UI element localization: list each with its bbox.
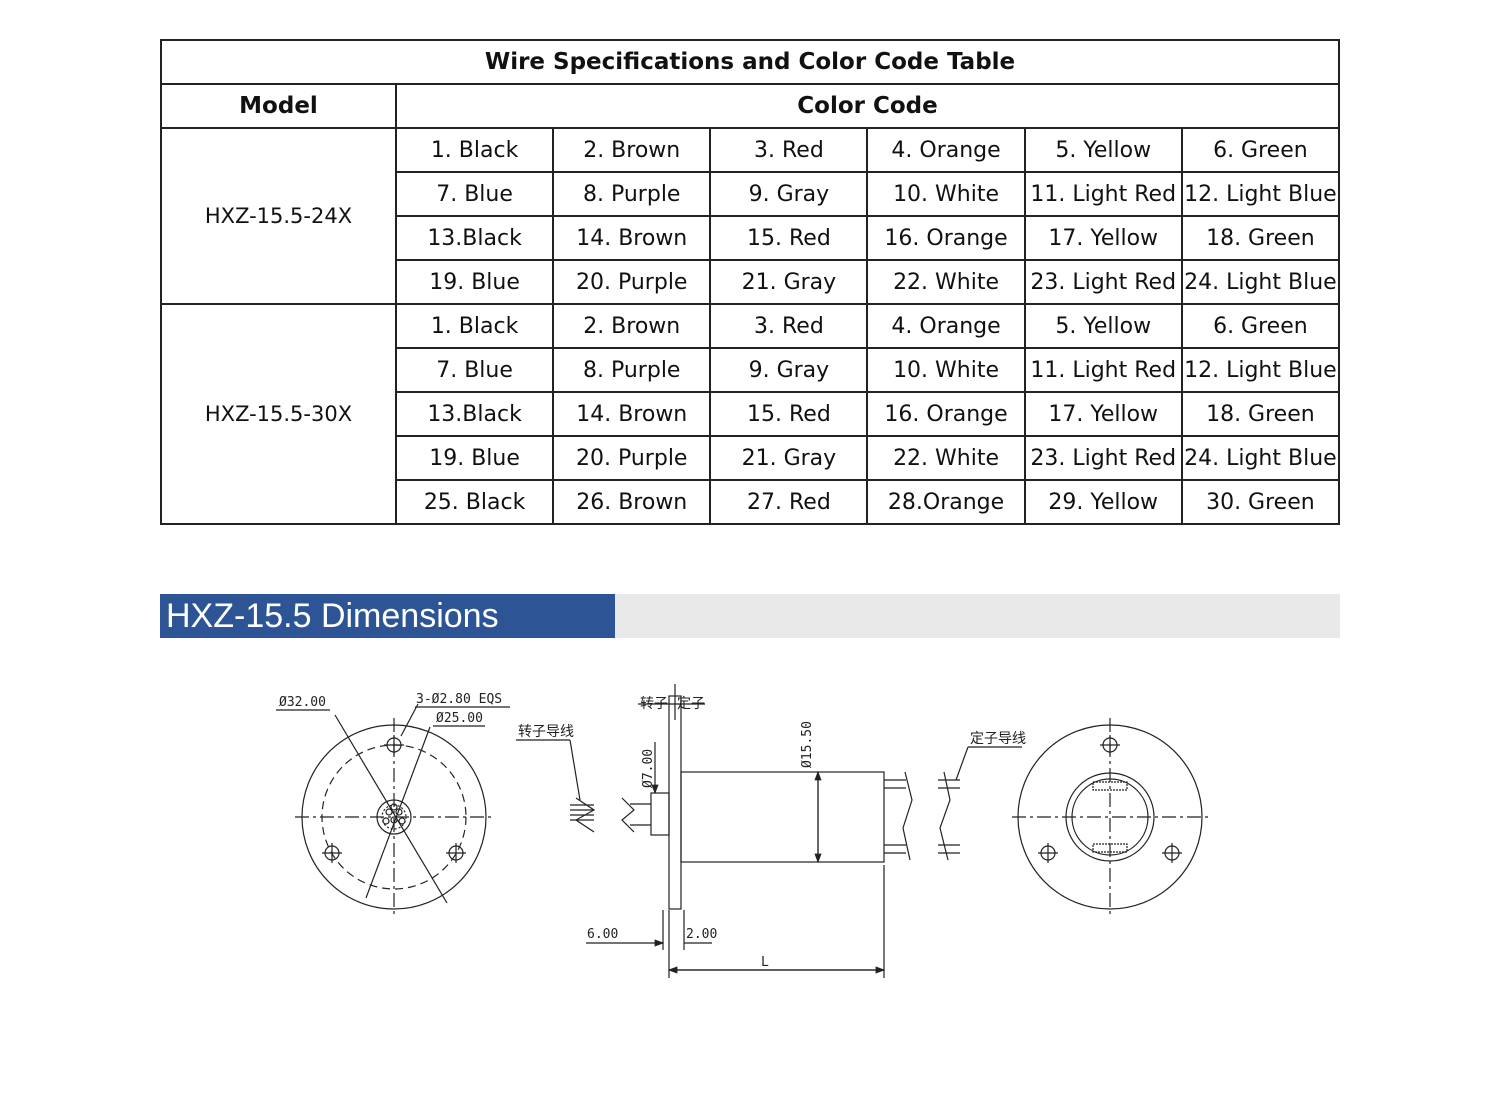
color-code-cell: 3. Red	[709, 127, 869, 173]
color-code-cell: 23. Light Red	[1023, 259, 1183, 305]
color-code-cell: 14. Brown	[552, 215, 712, 261]
color-code-cell: 20. Purple	[552, 435, 712, 481]
stator-label: 定子	[677, 696, 705, 712]
rotor-wire-label: 转子导线	[518, 724, 574, 740]
color-code-cell: 11. Light Red	[1023, 347, 1183, 393]
color-code-cell: 30. Green	[1180, 479, 1341, 525]
section-banner: HXZ-15.5 Dimensions	[160, 594, 1340, 638]
color-code-cell: 2. Brown	[552, 303, 712, 349]
color-code-cell: 6. Green	[1180, 127, 1341, 173]
hole-spec-label: 3-Ø2.80 EQS	[416, 692, 502, 707]
color-code-cell: 15. Red	[709, 215, 869, 261]
side-view	[516, 684, 1022, 978]
color-code-cell: 2. Brown	[552, 127, 712, 173]
color-code-cell: 7. Blue	[394, 347, 555, 393]
color-code-cell: 16. Orange	[866, 391, 1026, 437]
color-code-cell: 13.Black	[394, 215, 555, 261]
color-code-cell: 22. White	[866, 259, 1026, 305]
color-code-cell: 18. Green	[1180, 391, 1341, 437]
rotor-label: 转子	[640, 696, 668, 712]
color-code-cell: 19. Blue	[394, 435, 555, 481]
color-code-cell: 15. Red	[709, 391, 869, 437]
color-code-cell: 28.Orange	[866, 479, 1026, 525]
color-code-cell: 24. Light Blue	[1180, 259, 1341, 305]
header-model: Model	[160, 83, 397, 129]
header-color-code: Color Code	[395, 83, 1340, 129]
stator-wire-label: 定子导线	[970, 731, 1026, 747]
outer-diameter-label: Ø32.00	[279, 695, 326, 710]
color-code-cell: 21. Gray	[709, 435, 869, 481]
color-code-cell: 22. White	[866, 435, 1026, 481]
color-code-cell: 20. Purple	[552, 259, 712, 305]
color-code-cell: 12. Light Blue	[1180, 171, 1341, 217]
color-code-cell: 27. Red	[709, 479, 869, 525]
color-code-cell: 25. Black	[394, 479, 555, 525]
body-diameter-label: Ø15.50	[800, 721, 815, 768]
color-code-cell: 23. Light Red	[1023, 435, 1183, 481]
dimension-drawing: Ø32.00 3-Ø2.80 EQS Ø25.00 转子 定子 转子导线 定子导…	[276, 684, 1208, 978]
color-code-cell: 19. Blue	[394, 259, 555, 305]
color-code-cell: 24. Light Blue	[1180, 435, 1341, 481]
dim-flange-label: 2.00	[686, 927, 717, 942]
model-cell: HXZ-15.5-24X	[160, 127, 397, 305]
model-cell: HXZ-15.5-30X	[160, 303, 397, 525]
dim-length-label: L	[761, 955, 769, 970]
color-code-cell: 4. Orange	[866, 127, 1026, 173]
color-code-cell: 1. Black	[394, 127, 555, 173]
section-title: HXZ-15.5 Dimensions	[160, 594, 615, 638]
color-code-cell: 14. Brown	[552, 391, 712, 437]
color-code-cell: 9. Gray	[709, 347, 869, 393]
front-view	[276, 703, 510, 916]
color-code-cell: 1. Black	[394, 303, 555, 349]
color-code-cell: 12. Light Blue	[1180, 347, 1341, 393]
wire-spec-table: Wire Specifications and Color Code Table…	[160, 39, 1341, 525]
color-code-cell: 4. Orange	[866, 303, 1026, 349]
color-code-cell: 21. Gray	[709, 259, 869, 305]
color-code-cell: 13.Black	[394, 391, 555, 437]
color-code-cell: 8. Purple	[552, 171, 712, 217]
color-code-cell: 11. Light Red	[1023, 171, 1183, 217]
color-code-cell: 17. Yellow	[1023, 215, 1183, 261]
color-code-cell: 17. Yellow	[1023, 391, 1183, 437]
color-code-cell: 8. Purple	[552, 347, 712, 393]
color-code-cell: 6. Green	[1180, 303, 1341, 349]
color-code-cell: 9. Gray	[709, 171, 869, 217]
color-code-cell: 5. Yellow	[1023, 127, 1183, 173]
color-code-cell: 18. Green	[1180, 215, 1341, 261]
color-code-cell: 5. Yellow	[1023, 303, 1183, 349]
pitch-diameter-label: Ø25.00	[436, 711, 483, 726]
color-code-cell: 3. Red	[709, 303, 869, 349]
color-code-cell: 16. Orange	[866, 215, 1026, 261]
color-code-cell: 7. Blue	[394, 171, 555, 217]
rear-view	[1012, 718, 1208, 916]
color-code-cell: 10. White	[866, 171, 1026, 217]
table-title: Wire Specifications and Color Code Table	[160, 39, 1340, 85]
color-code-cell: 26. Brown	[552, 479, 712, 525]
color-code-cell: 10. White	[866, 347, 1026, 393]
dim-left-label: 6.00	[587, 927, 618, 942]
rotor-diameter-label: Ø7.00	[641, 749, 656, 788]
color-code-cell: 29. Yellow	[1023, 479, 1183, 525]
